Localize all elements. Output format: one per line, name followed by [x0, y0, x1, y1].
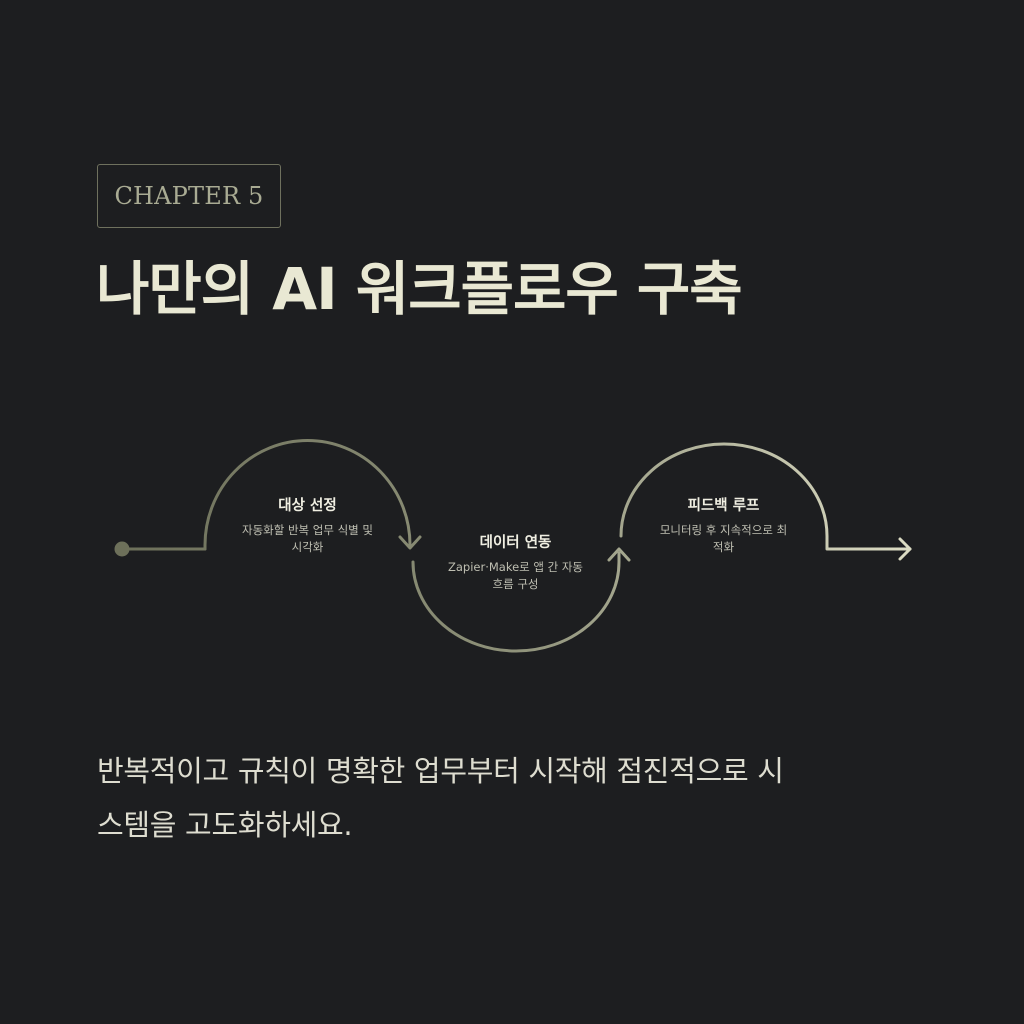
summary-line-1: 반복적이고 규칙이 명확한 업무부터 시작해 점진적으로 시 [97, 754, 784, 788]
arrow-down-icon [398, 535, 422, 550]
step-3-title: 피드백 루프 [687, 498, 760, 514]
step-1-title: 대상 선정 [278, 498, 337, 514]
arch-step-3 [619, 442, 912, 551]
arrow-up-icon [607, 547, 631, 562]
step-1: 대상 선정 자동화할 반복 업무 식별 및 시각화 [205, 496, 410, 556]
arch-step-2 [411, 551, 621, 653]
summary-line-2: 스템을 고도화하세요. [97, 808, 353, 842]
step-3: 피드백 루프 모니터링 후 지속적으로 최 적화 [622, 496, 825, 556]
step-2: 데이터 연동 Zapier·Make로 앱 간 자동 흐름 구성 [414, 533, 617, 593]
chapter-badge: CHAPTER 5 [97, 164, 281, 228]
step-2-description: Zapier·Make로 앱 간 자동 흐름 구성 [447, 560, 584, 591]
arrow-right-icon [898, 537, 912, 561]
step-1-description: 자동화할 반복 업무 식별 및 시각화 [241, 523, 373, 554]
step-2-title: 데이터 연동 [479, 535, 552, 551]
summary-text: 반복적이고 규칙이 명확한 업무부터 시작해 점진적으로 시 스템을 고도화하세… [97, 744, 917, 852]
page-title: 나만의 AI 워크플로우 구축 [96, 255, 743, 323]
step-3-description: 모니터링 후 지속적으로 최 적화 [659, 523, 788, 554]
arch-step-1 [203, 439, 412, 551]
chapter-label: CHAPTER 5 [114, 182, 264, 210]
